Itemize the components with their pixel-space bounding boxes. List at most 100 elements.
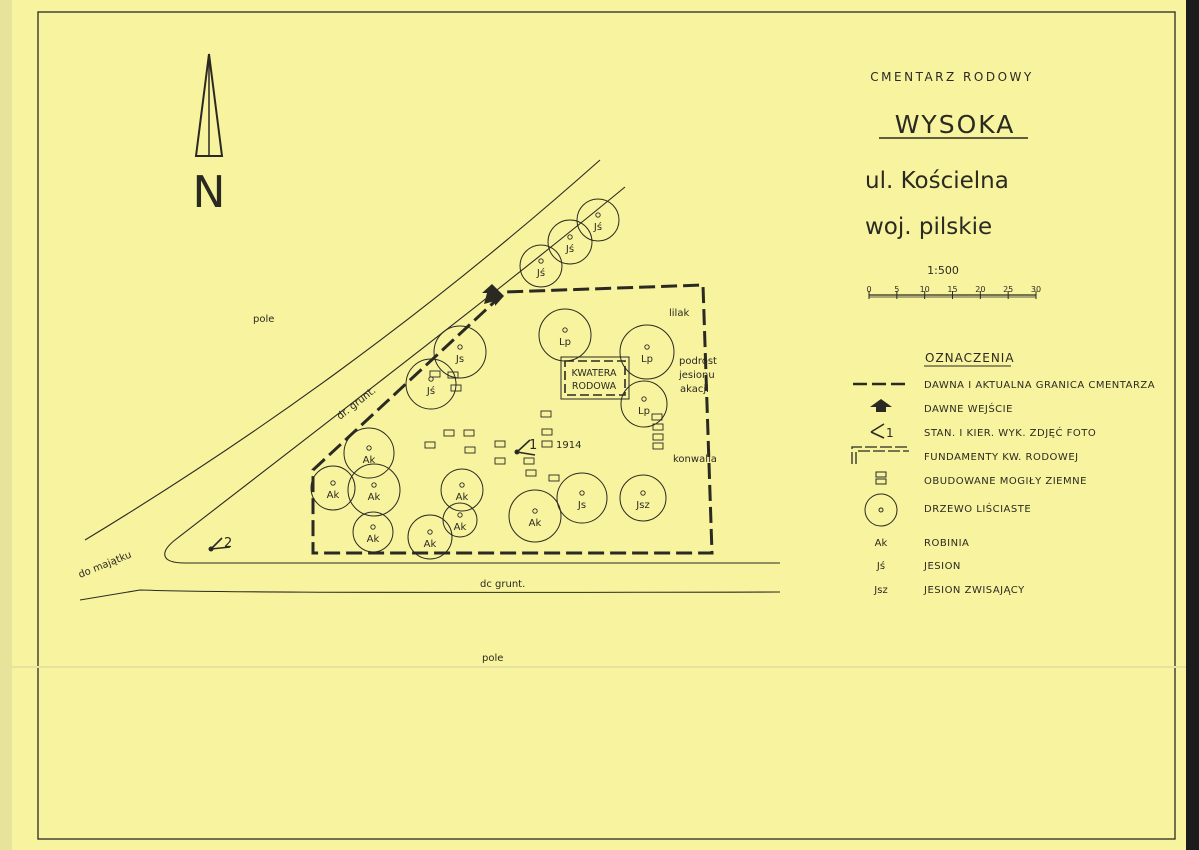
north-arrow-icon bbox=[194, 53, 224, 157]
place-title: WYSOKA bbox=[895, 110, 1016, 139]
scale-tick-label: 25 bbox=[1003, 285, 1013, 294]
cemetery-boundary bbox=[311, 283, 714, 555]
tree-crown-icon bbox=[440, 468, 484, 512]
tree-crown-icon bbox=[310, 465, 356, 511]
tree-trunk-icon bbox=[330, 480, 336, 486]
tree-crown-icon bbox=[352, 511, 394, 553]
grave-icon bbox=[429, 370, 441, 378]
entrance-arrow-icon bbox=[870, 399, 892, 412]
province-label: woj. pilskie bbox=[865, 214, 992, 240]
tree-trunk-icon bbox=[641, 396, 647, 402]
undergrowth-label-2: jesionu bbox=[678, 370, 715, 381]
map-frame bbox=[37, 11, 1176, 840]
legend-item-label: DAWNE WEJŚCIE bbox=[924, 402, 1013, 415]
family-plot-foundation bbox=[564, 360, 626, 396]
road-diag-edge-outer bbox=[84, 159, 601, 541]
legend-item-label: JESION bbox=[923, 561, 961, 572]
scale-tick-label: 10 bbox=[920, 285, 930, 294]
tree-species-label: Ak bbox=[454, 522, 467, 533]
legend-item: FUNDAMENTY KW. RODOWEJ bbox=[851, 446, 1078, 464]
undergrowth-label-3: akacji bbox=[680, 384, 709, 395]
legend-item-label: JESION ZWISAJĄCY bbox=[923, 585, 1025, 596]
tree-species-label: Ak bbox=[363, 455, 376, 466]
tree: Lp bbox=[619, 324, 675, 380]
tree-crown-icon bbox=[619, 474, 667, 522]
family-plot-label-1: KWATERA bbox=[571, 368, 617, 379]
field-label-top: pole bbox=[253, 314, 274, 325]
tree-crown-icon bbox=[620, 380, 668, 428]
grave-icon bbox=[651, 413, 663, 421]
tree: Ak bbox=[347, 463, 401, 517]
tree-species-label: Jś bbox=[593, 221, 602, 233]
tree-trunk-icon bbox=[457, 512, 463, 518]
grave-icon bbox=[541, 428, 553, 436]
tree-species-label: Js bbox=[455, 354, 464, 365]
tree-trunk-icon bbox=[878, 507, 884, 513]
legend-item-label: ROBINIA bbox=[924, 538, 969, 549]
tree-crown-icon bbox=[405, 358, 457, 410]
graves bbox=[424, 370, 664, 482]
legend-item: OBUDOWANE MOGIŁY ZIEMNE bbox=[875, 471, 1087, 487]
tree-species-label: Js bbox=[577, 500, 586, 511]
photo-station-1-label: 1 bbox=[529, 438, 537, 453]
tree-trunk-icon bbox=[427, 529, 433, 535]
tree-trunk-icon bbox=[428, 376, 434, 382]
tree-trunk-icon bbox=[371, 482, 377, 488]
tree-trunk-icon bbox=[579, 490, 585, 496]
grave-icon bbox=[463, 429, 475, 437]
tree-trunk-icon bbox=[366, 445, 372, 451]
to-estate-label: do majątku bbox=[77, 550, 133, 581]
tree-crown-icon bbox=[547, 219, 593, 265]
tree-trunk-icon bbox=[532, 508, 538, 514]
tree-crown-icon bbox=[407, 514, 453, 560]
tree: Js bbox=[433, 325, 487, 379]
road-label-bottom: dc grunt. bbox=[480, 579, 525, 590]
scale-tick-label: 30 bbox=[1031, 285, 1041, 294]
tree-trunk-icon bbox=[640, 490, 646, 496]
photo-station-2-icon bbox=[208, 537, 231, 552]
legend-item: DAWNA I AKTUALNA GRANICA CMENTARZA bbox=[853, 380, 1155, 391]
tree-species-label: Jś bbox=[426, 385, 435, 397]
tree: Ak bbox=[352, 511, 394, 553]
legend-item-label: OBUDOWANE MOGIŁY ZIEMNE bbox=[924, 476, 1087, 487]
lilac-label: lilak bbox=[669, 308, 689, 319]
tree: Ak bbox=[407, 514, 453, 560]
grave-icon bbox=[525, 469, 537, 477]
undergrowth-label-1: podrost bbox=[679, 356, 717, 367]
tree-species-label: Jś bbox=[536, 267, 545, 279]
grave-icon bbox=[548, 474, 560, 482]
legend-item-label: DAWNA I AKTUALNA GRANICA CMENTARZA bbox=[924, 380, 1155, 391]
tree-crown-icon bbox=[433, 325, 487, 379]
grave-icon bbox=[652, 423, 664, 431]
family-plot-label-2: RODOWA bbox=[572, 381, 617, 392]
tree-trunk-icon bbox=[459, 482, 465, 488]
grave-icon bbox=[450, 384, 462, 392]
photo-station-2-label: 2 bbox=[224, 536, 232, 551]
tree-trunk-icon bbox=[370, 524, 376, 530]
tree-crown-icon bbox=[519, 244, 563, 288]
legend-title: OZNACZENIA bbox=[925, 351, 1015, 365]
grave-icon bbox=[523, 457, 535, 465]
tree-trunk-icon bbox=[644, 344, 650, 350]
tree: Lp bbox=[538, 308, 592, 362]
field-label-bottom: pole bbox=[482, 653, 503, 664]
tree-crown-icon bbox=[556, 472, 608, 524]
grave-icon bbox=[447, 371, 459, 379]
scale-tick-label: 20 bbox=[975, 285, 985, 294]
tree: Ak bbox=[508, 489, 562, 543]
tree: Jś bbox=[519, 244, 563, 288]
grave-icon bbox=[464, 446, 476, 454]
grave-icon bbox=[494, 440, 506, 448]
tree: Js bbox=[556, 472, 608, 524]
legend-item-label: STAN. I KIER. WYK. ZDJĘĆ FOTO bbox=[924, 426, 1096, 439]
tree-species-label: Ak bbox=[327, 490, 340, 501]
grave-icon bbox=[443, 429, 455, 437]
north-label: N bbox=[193, 167, 226, 218]
grave-icon bbox=[540, 410, 552, 418]
grave-icon bbox=[875, 471, 887, 478]
legend-symbol-text: Jsz bbox=[873, 585, 887, 596]
tree: Ak bbox=[343, 427, 395, 479]
scale-tick-label: 15 bbox=[947, 285, 957, 294]
